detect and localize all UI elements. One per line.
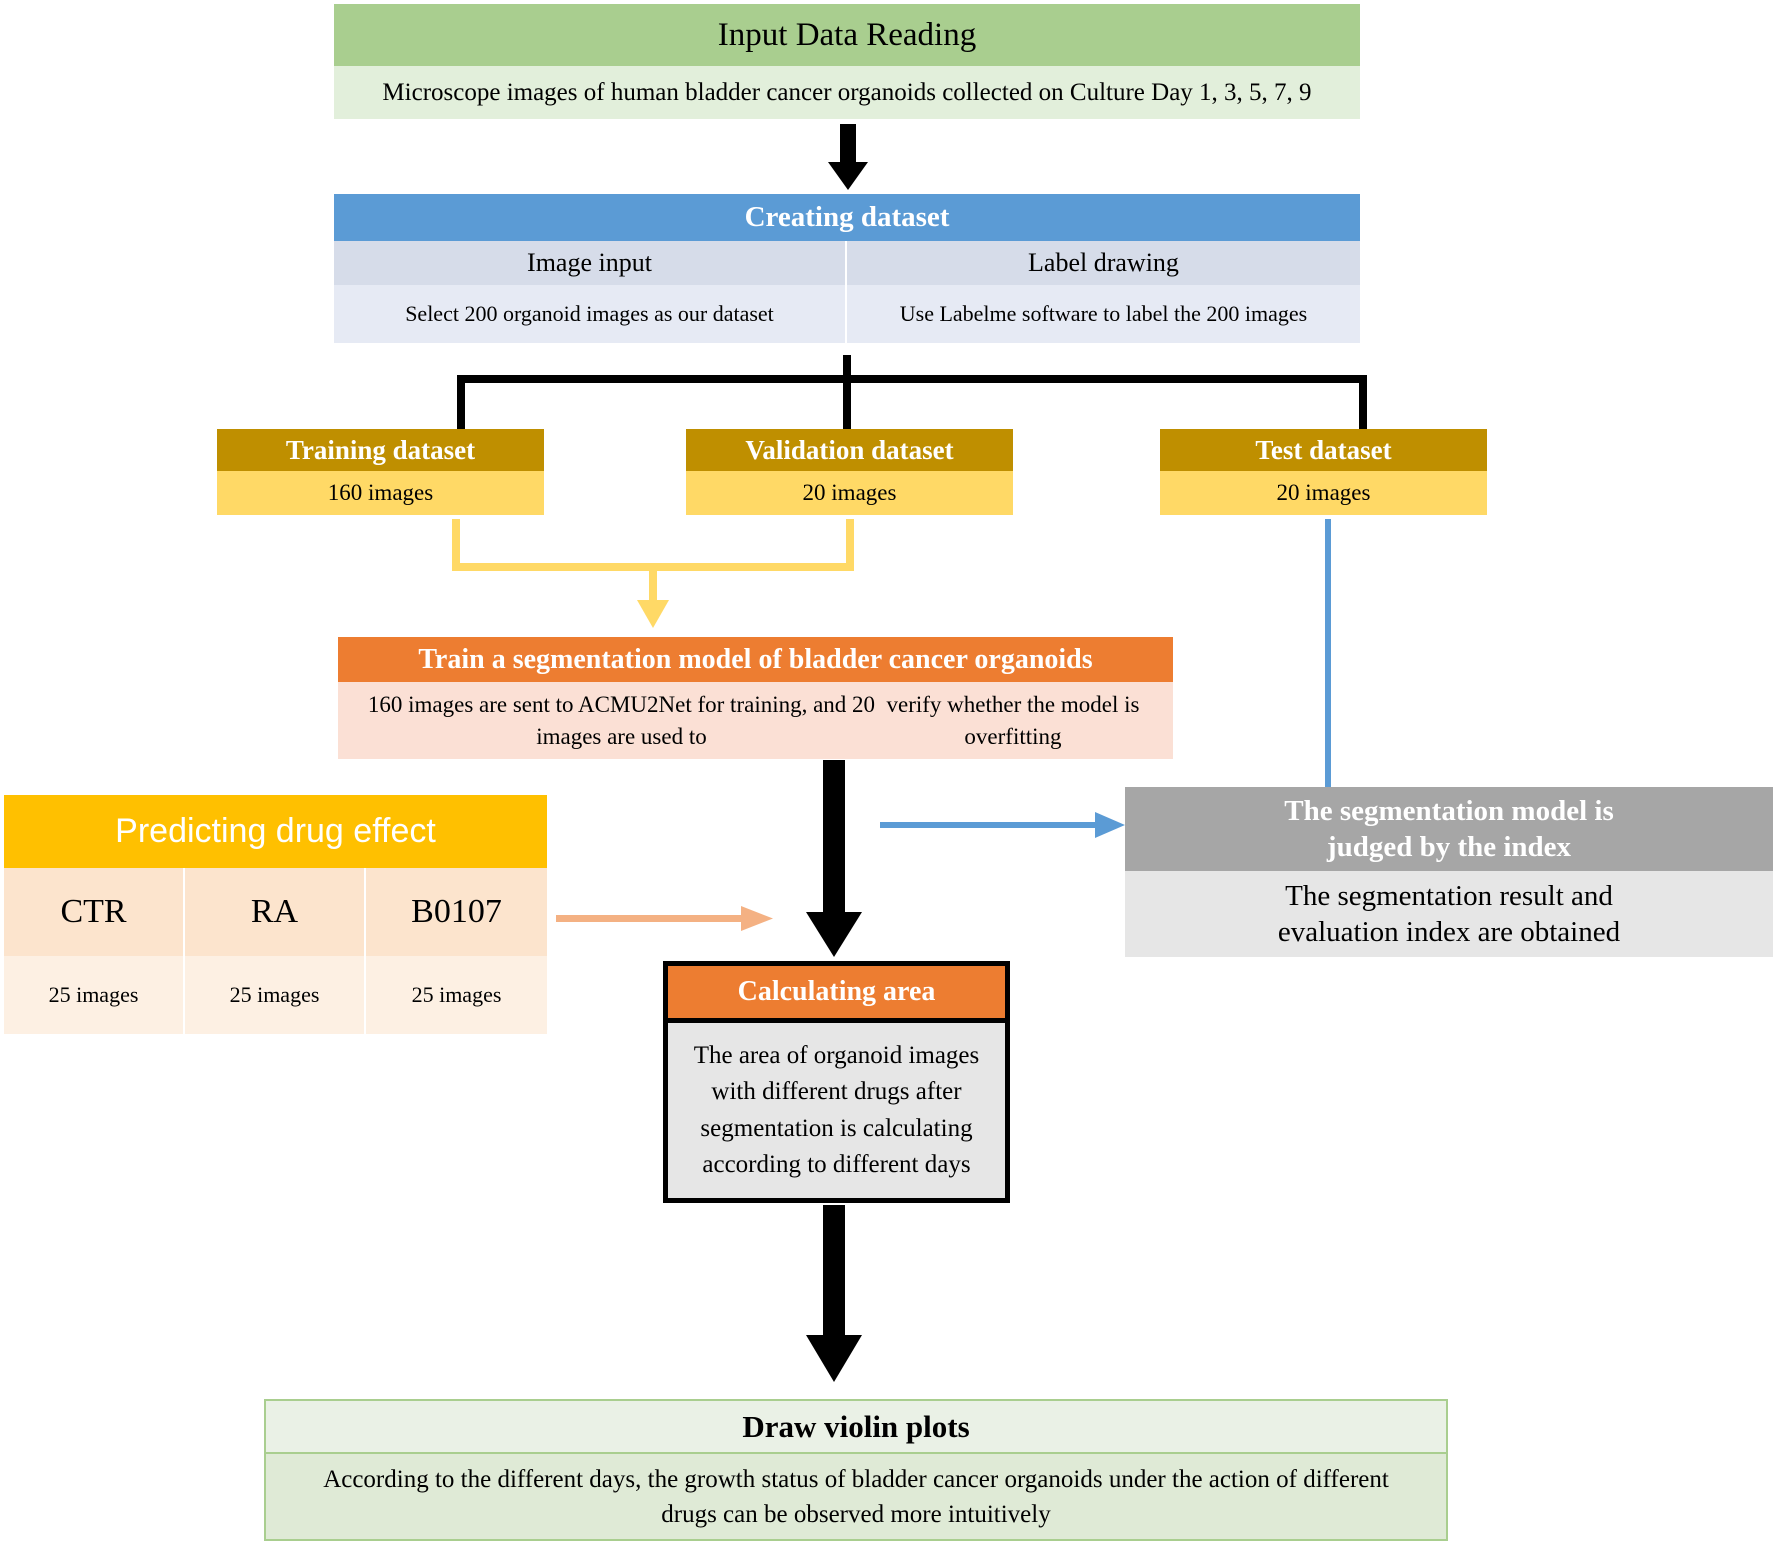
- calc-body-line-4: according to different days: [702, 1150, 971, 1178]
- arrow-drug-to-calc: [556, 906, 773, 931]
- segmentation-index-body: The segmentation result and evaluation i…: [1125, 871, 1773, 957]
- train-segmentation-model-header: Train a segmentation model of bladder ca…: [338, 637, 1173, 682]
- train-segmentation-model-node: Train a segmentation model of bladder ca…: [338, 637, 1173, 759]
- validation-dataset-header: Validation dataset: [686, 429, 1013, 471]
- violin-body-line-2: drugs can be observed more intuitively: [661, 1500, 1051, 1528]
- calc-body-line-1: The area of organoid images: [693, 1042, 980, 1069]
- arrow-calc-to-violin: [806, 1205, 862, 1382]
- calc-body-line-3: segmentation is calculating: [700, 1114, 973, 1142]
- drug-group-ra-name: RA: [185, 868, 366, 956]
- training-dataset-node: Training dataset 160 images: [217, 429, 544, 515]
- index-body-line-2: evaluation index are obtained: [1277, 916, 1621, 948]
- segmentation-index-header: The segmentation model is judged by the …: [1125, 787, 1773, 871]
- train-model-body-line-2: verify whether the model is overfitting: [886, 692, 1140, 749]
- predicting-drug-effect-node: Predicting drug effect CTR RA B0107 25 i…: [4, 795, 547, 1034]
- training-dataset-count: 160 images: [217, 471, 544, 515]
- connector-train-valid-to-model: [452, 519, 854, 628]
- arrow-model-to-calc: [806, 760, 862, 957]
- creating-dataset-cell-row: Select 200 organoid images as our datase…: [334, 285, 1360, 343]
- label-drawing-text: Use Labelme software to label the 200 im…: [847, 285, 1360, 343]
- drug-group-b0107-name: B0107: [366, 868, 547, 956]
- calc-body-line-2: with different drugs after: [711, 1078, 962, 1106]
- draw-violin-plots-node: Draw violin plots According to the diffe…: [264, 1399, 1448, 1541]
- violin-body-line-1: According to the different days, the gro…: [323, 1465, 1389, 1493]
- input-data-reading-node: Input Data Reading Microscope images of …: [334, 4, 1360, 119]
- calculating-area-node: Calculating area The area of organoid im…: [663, 961, 1010, 1203]
- predicting-drug-effect-header: Predicting drug effect: [4, 795, 547, 868]
- label-drawing-title: Label drawing: [847, 241, 1360, 285]
- creating-dataset-header: Creating dataset: [334, 194, 1360, 241]
- test-dataset-header: Test dataset: [1160, 429, 1487, 471]
- drug-group-ctr-count: 25 images: [4, 956, 185, 1034]
- calculating-area-body: The area of organoid images with differe…: [668, 1023, 1005, 1198]
- drug-group-ctr-name: CTR: [4, 868, 185, 956]
- draw-violin-plots-body: According to the different days, the gro…: [266, 1454, 1446, 1539]
- drug-group-ra-count: 25 images: [185, 956, 366, 1034]
- input-data-reading-body: Microscope images of human bladder cance…: [334, 66, 1360, 119]
- drug-group-b0107-count: 25 images: [366, 956, 547, 1034]
- image-input-text: Select 200 organoid images as our datase…: [334, 285, 847, 343]
- train-model-body-line-1: 160 images are sent to ACMU2Net for trai…: [367, 692, 876, 749]
- test-dataset-node: Test dataset 20 images: [1160, 429, 1487, 515]
- test-dataset-count: 20 images: [1160, 471, 1487, 515]
- segmentation-index-node: The segmentation model is judged by the …: [1125, 787, 1773, 957]
- connector-test-to-index: [1325, 519, 1331, 789]
- index-header-line-2: judged by the index: [1326, 831, 1572, 863]
- input-data-reading-header: Input Data Reading: [334, 4, 1360, 66]
- calculating-area-header: Calculating area: [668, 966, 1005, 1023]
- train-segmentation-model-body: 160 images are sent to ACMU2Net for trai…: [338, 682, 1173, 759]
- arrow-input-to-dataset: [828, 124, 868, 190]
- connector-dataset-to-splits: [457, 355, 1367, 431]
- creating-dataset-node: Creating dataset Image input Label drawi…: [334, 194, 1360, 343]
- training-dataset-header: Training dataset: [217, 429, 544, 471]
- validation-dataset-count: 20 images: [686, 471, 1013, 515]
- creating-dataset-subheader-row: Image input Label drawing: [334, 241, 1360, 285]
- arrow-model-to-index: [880, 812, 1125, 838]
- drug-count-row: 25 images 25 images 25 images: [4, 956, 547, 1034]
- index-body-line-1: The segmentation result and: [1285, 879, 1613, 912]
- drug-name-row: CTR RA B0107: [4, 868, 547, 956]
- image-input-title: Image input: [334, 241, 847, 285]
- draw-violin-plots-header: Draw violin plots: [266, 1401, 1446, 1454]
- validation-dataset-node: Validation dataset 20 images: [686, 429, 1013, 515]
- index-header-line-1: The segmentation model is: [1284, 794, 1614, 827]
